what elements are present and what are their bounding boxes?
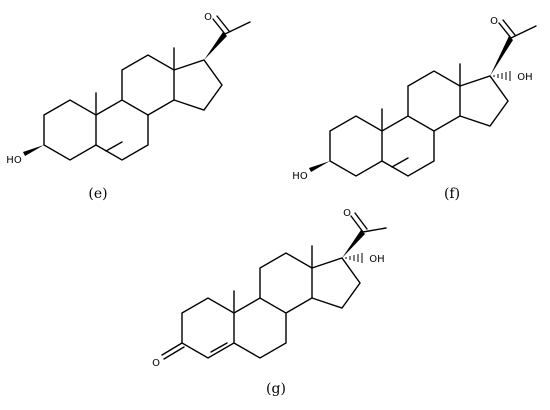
hydroxyl-label: HO: [6, 155, 22, 166]
ketone-o-label: O: [490, 16, 498, 27]
panel-label-g: (g): [266, 381, 286, 397]
panel-label-f: (f): [444, 186, 460, 202]
wedge-c3: [309, 161, 330, 172]
oh-17-label: OH: [369, 254, 384, 265]
structure-e: O HO: [6, 12, 251, 166]
hydroxyl-label: HO: [292, 171, 308, 182]
ring-bonds-e: [43, 15, 251, 161]
double-bond-4-5: [210, 342, 228, 353]
ring-bonds-f: [329, 19, 537, 177]
ring-bonds-g: [161, 212, 387, 360]
ketone-o-label: O: [343, 208, 351, 219]
oh-17-label: OH: [517, 72, 532, 83]
hashed-bond-17-oh: [345, 253, 363, 263]
ketone-3-o-label: O: [152, 358, 160, 369]
double-bond-5-6: [105, 141, 123, 152]
acetyl-bond: [224, 21, 251, 35]
hashed-bond-17-oh: [493, 71, 511, 81]
panel-label-e: (e): [88, 186, 107, 202]
wedge-c17: [342, 230, 365, 258]
wedge-c17: [490, 36, 513, 76]
acetyl-bond: [510, 25, 537, 39]
wedge-c3: [23, 145, 44, 156]
structure-f: O OH HO: [292, 16, 537, 182]
ketone-3-bond: [161, 342, 183, 356]
double-bond-5-6: [391, 157, 409, 168]
structure-g: O OH O: [152, 208, 387, 369]
wedge-c17: [204, 32, 227, 60]
ketone-o-label: O: [204, 12, 212, 23]
acetyl-bond: [362, 227, 387, 233]
